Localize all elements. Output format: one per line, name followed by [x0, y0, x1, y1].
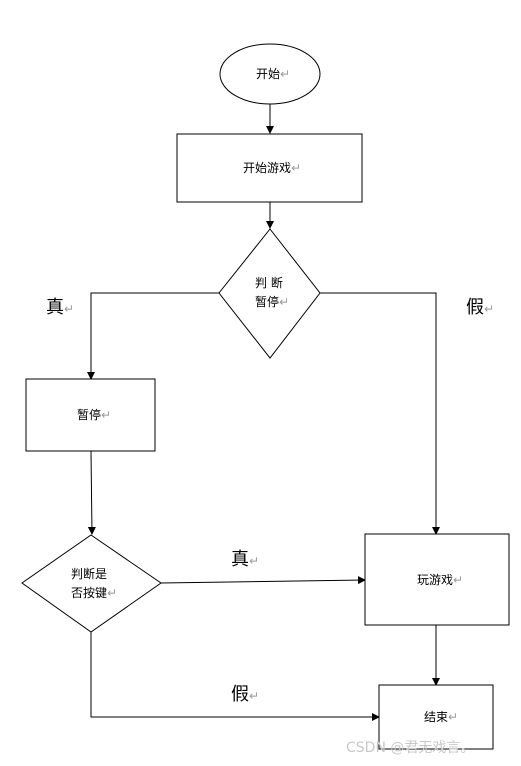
edge-label-key-false: 假↵: [231, 684, 259, 705]
node-pause: [25, 378, 156, 452]
node-start: [219, 43, 321, 105]
end-label: 结束↵: [424, 710, 458, 724]
pause-label: 暂停↵: [77, 407, 111, 422]
node-check-key: [21, 534, 162, 633]
node-play-game: [364, 533, 510, 626]
start-game-label: 开始游戏↵: [243, 161, 301, 175]
watermark: CSDN @君无戏言。: [346, 740, 474, 756]
start-label: 开始↵: [256, 67, 290, 81]
edge-pause-to-checkkey: [87, 450, 96, 535]
edge-checkpause-false-to-play: [320, 292, 440, 535]
edge-checkkey-true-to-play: [160, 576, 366, 585]
node-check-pause: [218, 228, 321, 359]
check-pause-label-1: 判 断: [255, 275, 283, 290]
node-start-game: [176, 133, 363, 203]
edge-checkpause-true-to-pause: [87, 292, 219, 380]
check-key-label-1: 判断是: [71, 566, 107, 581]
edge-label-key-true: 真↵: [231, 549, 259, 570]
edge-checkkey-false-to-end: [90, 632, 380, 721]
play-game-label: 玩游戏↵: [417, 573, 463, 587]
check-pause-label-2: 暂停↵: [255, 294, 289, 309]
edge-label-pause-false: 假↵: [466, 297, 494, 318]
node-end: [378, 684, 494, 750]
edge-label-pause-true: 真↵: [46, 297, 74, 318]
check-key-label-2: 否按键↵: [71, 586, 117, 600]
